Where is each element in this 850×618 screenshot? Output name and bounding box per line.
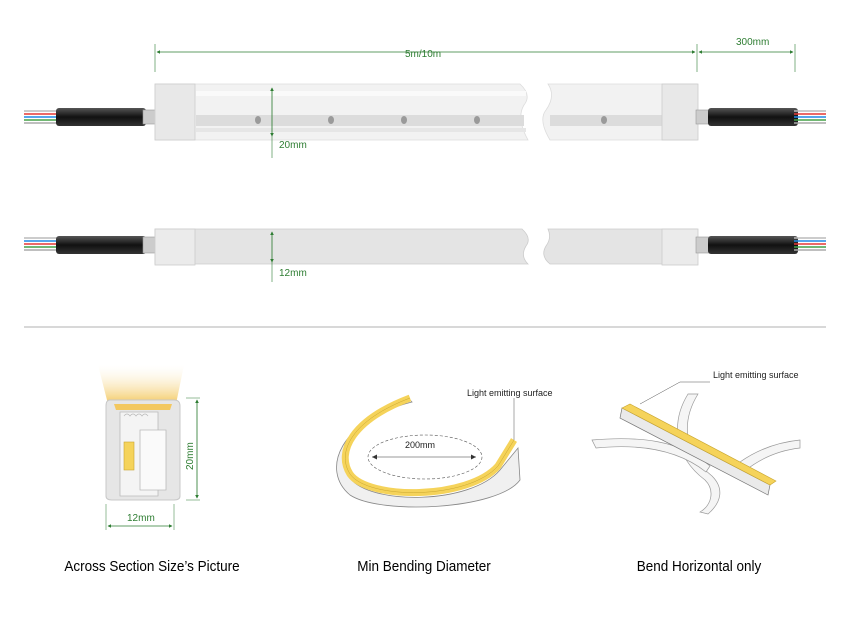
min-bending-drawing: 200mm Light emitting surface bbox=[336, 388, 553, 508]
bend-diameter-label: 200mm bbox=[405, 440, 435, 450]
top-view-strip: 5m/10m 300mm 20mm bbox=[24, 37, 826, 158]
right-cable bbox=[708, 108, 798, 126]
right-wires bbox=[794, 110, 826, 124]
cross-section-drawing: 20mm 12mm bbox=[98, 365, 200, 530]
side-view-strip: 12mm bbox=[24, 228, 826, 282]
bend-horizontal-drawing: Light emitting surface bbox=[591, 370, 801, 515]
horizontal-light-surface-label: Light emitting surface bbox=[713, 370, 799, 380]
lead-length-label: 300mm bbox=[736, 37, 769, 48]
height-top-label: 20mm bbox=[279, 140, 307, 151]
left-end-cap bbox=[154, 83, 196, 141]
length-dimension bbox=[154, 44, 796, 72]
led-chips bbox=[255, 116, 607, 124]
section-height-label: 20mm bbox=[185, 442, 196, 470]
side-right-wires bbox=[794, 237, 826, 251]
height-side-label: 12mm bbox=[279, 268, 307, 279]
left-cable bbox=[56, 108, 146, 126]
caption-bend-horizontal: Bend Horizontal only bbox=[636, 558, 762, 575]
bend-light-surface-label: Light emitting surface bbox=[467, 388, 553, 398]
led-chip-section bbox=[123, 441, 135, 471]
length-label: 5m/10m bbox=[405, 49, 441, 60]
light-glow bbox=[98, 365, 184, 404]
left-wires bbox=[24, 110, 60, 124]
side-left-wires bbox=[24, 237, 60, 251]
led-track bbox=[196, 115, 524, 126]
section-width-label: 12mm bbox=[127, 513, 155, 524]
right-end-cap bbox=[661, 83, 699, 141]
caption-min-bending: Min Bending Diameter bbox=[357, 558, 491, 575]
caption-cross-section: Across Section Size’s Picture bbox=[64, 558, 240, 575]
